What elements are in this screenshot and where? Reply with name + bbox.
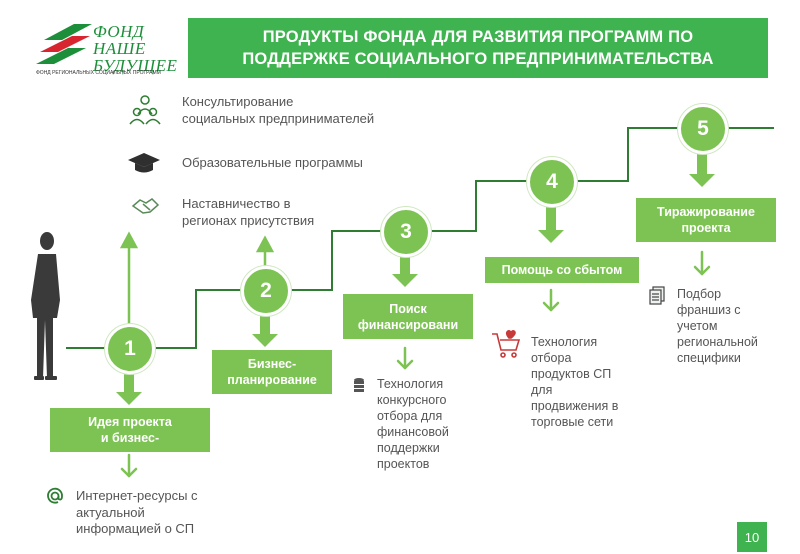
logo-name: ФОНД НАШЕ БУДУЩЕЕ [93,23,177,74]
step-5-note: Подбор франшиз с учетом региональной спе… [677,286,758,366]
people-group-icon [129,95,161,125]
step2-down-arrow [252,314,278,347]
step-5-line2: проекта [681,221,731,235]
step-5-line1: Тиражирование [657,205,755,219]
step4-note-arrow [542,288,560,312]
service-mentoring-line2: регионах присутствия [182,213,315,228]
step-1-line1: Идея проекта [88,415,172,429]
logo-line1: ФОНД [93,22,145,41]
database-icon [354,378,364,392]
at-sign-icon [47,487,63,504]
step-2-line1: Бизнес- [247,357,297,371]
step1-up-arrow [119,231,139,326]
step-1-note-line: Интернет-ресурсы с [76,488,198,503]
step1-note-arrow [120,453,138,478]
logo-line2: НАШЕ [93,39,146,58]
step-3-line2: финансировани [357,317,459,332]
step-3-note-line: отбора для [377,409,443,423]
step-4-circle: 4 [527,157,577,207]
step-4-line1: Помощь со сбытом [501,263,623,277]
step-3-line1: Поиск [389,301,427,316]
step-4-box: Помощь со сбытом [485,257,639,283]
step-2-box: Бизнес- планирование [212,350,332,394]
step-2-circle: 2 [241,266,291,316]
step-5-note-line: региональной [677,335,758,349]
service-mentoring: Наставничество в регионах присутствия [182,195,314,229]
step-3-note-line: финансовой [377,425,449,439]
documents-icon [649,286,665,305]
step-3-note-line: Технология [377,377,444,391]
step-5-note-line: Подбор [677,287,722,301]
logo-line3: БУДУЩЕЕ [93,56,178,75]
heart-cart-icon [492,329,521,358]
step-1-note-line: информацией о СП [76,521,195,536]
step-4-note-line: продуктов СП [531,367,612,381]
step-1-note-line: актуальной [76,504,145,520]
step4-down-arrow [538,206,564,243]
service-mentoring-line1: Наставничество в [182,196,291,211]
step-4-note-line: Технология [531,335,598,349]
step-5-note-line: учетом [677,319,718,333]
step-3-note-line: поддержки [377,441,440,455]
step-3-note-line: проектов [377,457,430,471]
step3-note-arrow [396,346,414,370]
step2-up-arrow [255,235,275,266]
title-line2: ПОДДЕРЖКЕ СОЦИАЛЬНОГО ПРЕДПРИНИМАТЕЛЬСТВ… [242,50,714,68]
title-banner: ПРОДУКТЫ ФОНДА ДЛЯ РАЗВИТИЯ ПРОГРАММ ПО … [188,18,768,78]
logo-stripes-icon [36,24,92,64]
step-1-circle: 1 [105,324,155,374]
step3-down-arrow [392,256,418,287]
step-2-line2: планирование [227,373,317,387]
step-3-note: Технология конкурсного отбора для финанс… [377,376,449,472]
service-consulting-line1: Консультирование [182,94,294,109]
step-1-box: Идея проекта и бизнес- [50,408,210,452]
step-3-circle: 3 [381,207,431,257]
step-3-box: Поиск финансировани [343,294,473,339]
step-5-note-line: франшиз с [677,303,741,317]
step-4-note-line: для [531,383,553,397]
step-3-note-line: конкурсного [377,393,447,407]
logo-tagline: ФОНД РЕГИОНАЛЬНЫХ СОЦИАЛЬНЫХ ПРОГРАММ [36,70,161,76]
graduation-cap-icon [128,153,160,173]
step-1-note: Интернет-ресурсы с актуальной информацие… [76,488,198,538]
service-education-line1: Образовательные программы [182,155,363,170]
person-silhouette-icon [31,232,60,380]
step-4-note: Технология отбора продуктов СП для продв… [531,334,618,430]
staircase-line [66,127,774,349]
step-1-line2: и бизнес- [100,431,160,445]
step-5-note-line: специфики [677,351,741,365]
step-4-note-line: торговые сети [531,415,614,429]
page-number: 10 [737,522,767,552]
service-consulting: Консультирование социальных предпринимат… [182,93,374,127]
step5-note-arrow [693,250,711,276]
step-5-circle: 5 [678,104,728,154]
title-line1: ПРОДУКТЫ ФОНДА ДЛЯ РАЗВИТИЯ ПРОГРАММ ПО [262,28,694,46]
fund-logo: ФОНД НАШЕ БУДУЩЕЕ ФОНД РЕГИОНАЛЬНЫХ СОЦИ… [36,20,186,82]
step-5-box: Тиражирование проекта [636,198,776,242]
service-consulting-line2: социальных предпринимателей [182,111,375,126]
step-4-note-line: отбора [531,351,572,365]
step5-down-arrow [689,152,715,187]
handshake-icon [131,198,160,214]
step1-down-arrow [116,372,142,405]
service-education: Образовательные программы [182,154,363,171]
step-4-note-line: продвижения в [531,399,619,413]
